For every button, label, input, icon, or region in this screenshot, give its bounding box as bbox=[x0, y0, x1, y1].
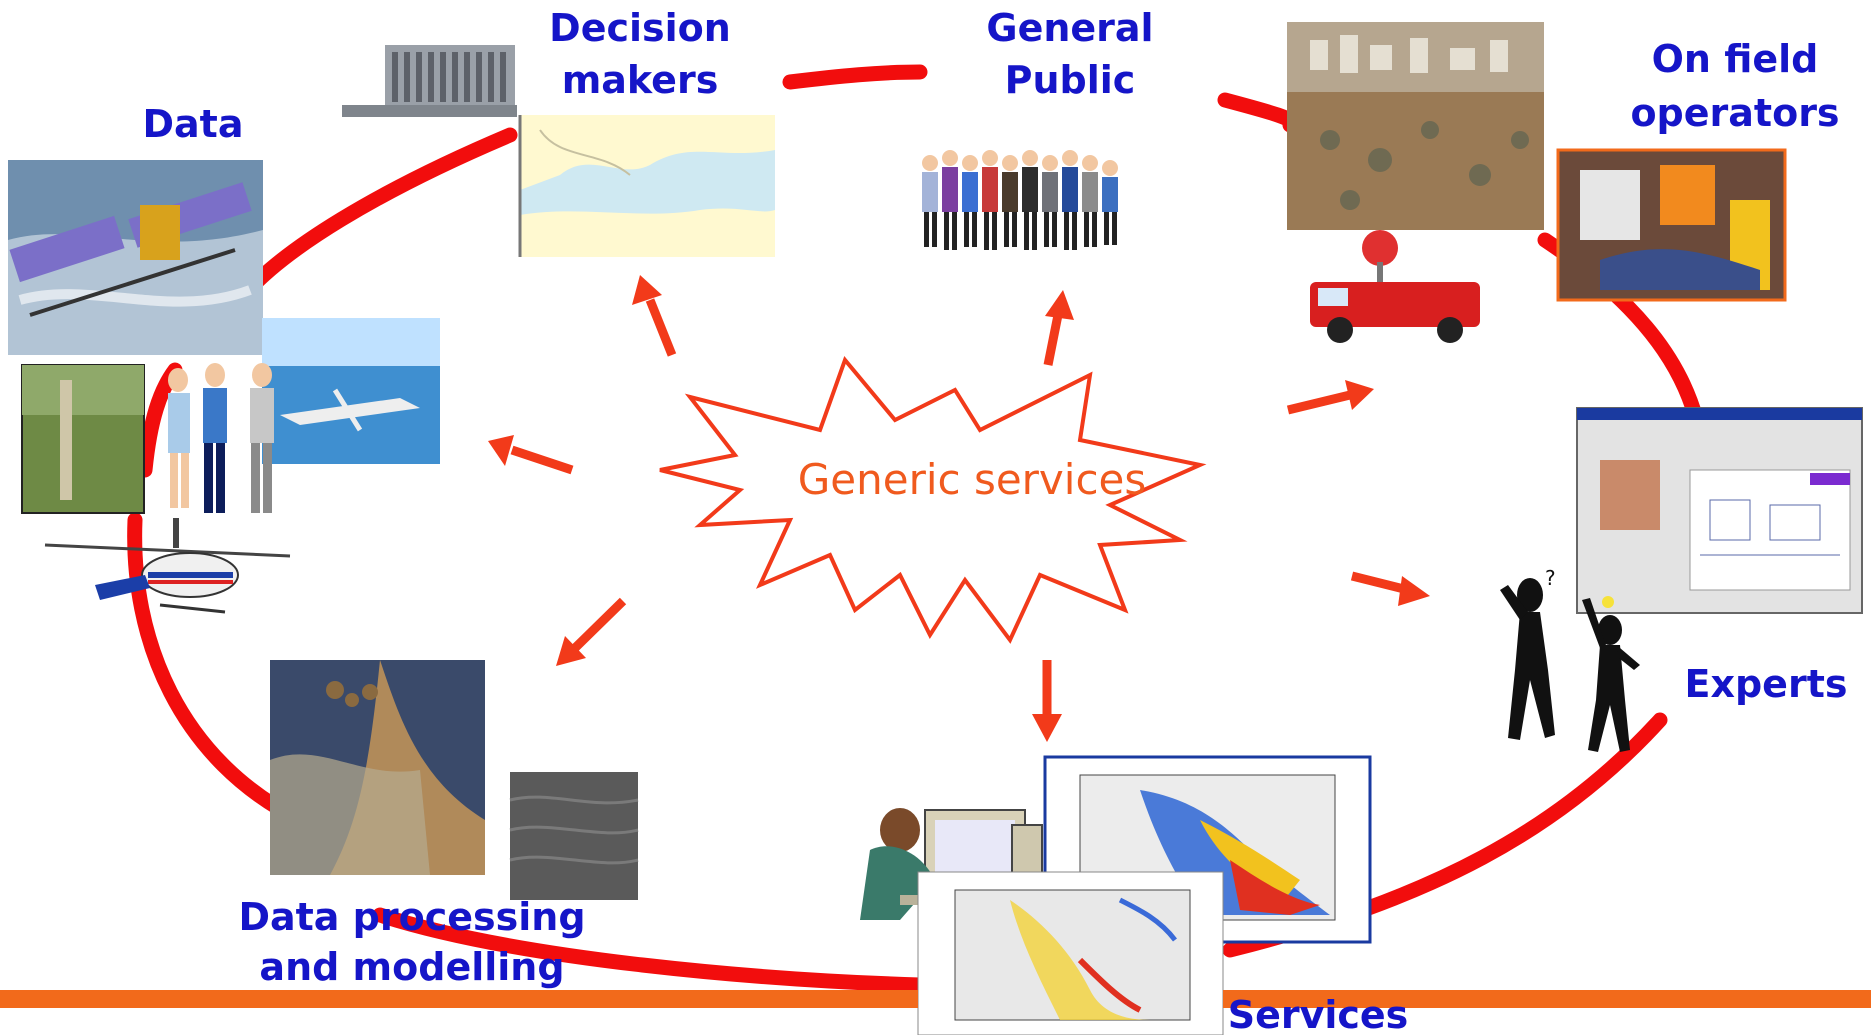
label-field-line2: operators bbox=[1630, 91, 1839, 135]
label-experts: Experts bbox=[1685, 662, 1848, 706]
label-decision-line1: Decision bbox=[549, 6, 731, 50]
field-gauge-image bbox=[21, 364, 145, 514]
satellite-image bbox=[8, 160, 263, 355]
label-processing-line2: and modelling bbox=[259, 945, 564, 989]
mediterranean-map bbox=[518, 115, 775, 257]
helicopter-image bbox=[44, 518, 291, 614]
dust-satellite-image bbox=[270, 660, 485, 875]
arrow-to-decision-makers bbox=[632, 275, 677, 357]
arrow-to-experts bbox=[1350, 571, 1430, 606]
footer-bar bbox=[0, 990, 918, 1008]
arrow-to-services bbox=[1032, 660, 1062, 742]
sar-texture-image bbox=[509, 772, 639, 900]
rescue-photo bbox=[1556, 148, 1787, 302]
cycle-arc-top-left bbox=[232, 127, 518, 308]
label-services: Services bbox=[1228, 993, 1409, 1035]
aircraft-image bbox=[262, 318, 440, 464]
cycle-arc-bottom bbox=[372, 907, 928, 993]
software-screenshot bbox=[1576, 407, 1863, 614]
crowd-icon bbox=[922, 150, 1118, 250]
arrow-to-data bbox=[488, 435, 574, 475]
node-labels: Data Decision makers General Public On f… bbox=[143, 6, 1848, 989]
cycle-arc-left bbox=[127, 512, 308, 828]
svg-text:?: ? bbox=[1545, 566, 1556, 590]
people-figures bbox=[168, 363, 274, 513]
footer-bar-right bbox=[1223, 990, 1871, 1008]
label-field-line1: On field bbox=[1652, 37, 1819, 81]
label-decision-line2: makers bbox=[562, 58, 719, 102]
arrow-to-field-operators bbox=[1286, 380, 1374, 415]
label-processing-line1: Data processing bbox=[238, 895, 585, 939]
cycle-arc-top bbox=[782, 64, 928, 90]
generic-services-starburst bbox=[659, 356, 1207, 644]
experts-cartoon: ? bbox=[1500, 566, 1640, 752]
arrow-to-general-public bbox=[1043, 290, 1074, 366]
fire-truck-icon bbox=[1310, 230, 1480, 343]
flood-aerial-image bbox=[1287, 22, 1544, 230]
label-public-line1: General bbox=[986, 6, 1153, 50]
label-public-line2: Public bbox=[1005, 58, 1136, 102]
arrow-to-data-processing bbox=[556, 597, 627, 666]
building-icon bbox=[342, 45, 517, 117]
service-arrows bbox=[488, 275, 1430, 742]
altimetry-track-map bbox=[917, 871, 1224, 1035]
cycle-arc-top-right bbox=[1217, 92, 1300, 133]
label-data: Data bbox=[143, 102, 244, 146]
generic-services-label: Generic services bbox=[798, 455, 1147, 504]
